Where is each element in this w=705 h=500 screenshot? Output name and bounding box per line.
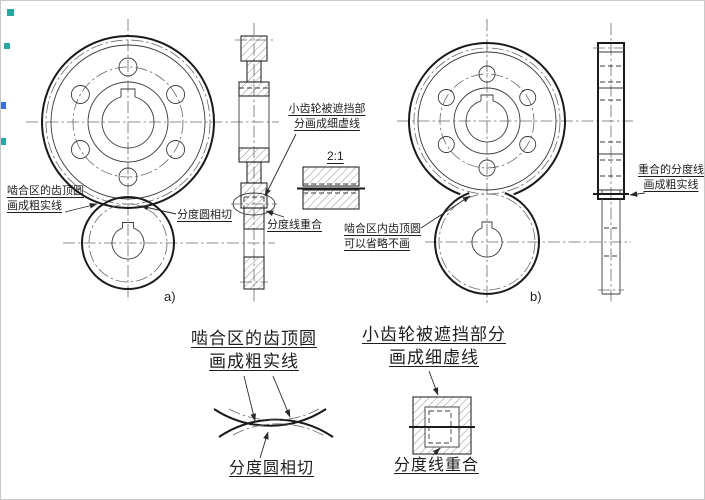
detail-scale-label: 2:1 <box>327 149 344 163</box>
callout-pitch-tangent: 分度圆相切 <box>177 209 232 221</box>
callout-line: 啮合区的齿顶圆 <box>7 185 84 197</box>
mesh-zone-highlight <box>232 192 276 216</box>
mesh-detail-2to1 <box>297 166 365 210</box>
callout-pinion-hidden-big: 小齿轮被遮挡部分 画成细虚线 <box>362 325 506 367</box>
gear-pair-section-view <box>231 23 277 303</box>
gear-pair-front-view-b <box>397 19 633 303</box>
leader-lines <box>64 133 646 459</box>
gear-pair-front-view-a <box>26 19 279 301</box>
scan-artifact <box>1 102 6 109</box>
callout-pitch-tangent-big: 分度圆相切 <box>229 460 315 477</box>
pitch-coincide-sketch <box>409 396 475 455</box>
callout-mesh-tip-big: 啮合区的齿顶圆 画成粗实线 <box>191 329 317 371</box>
callout-pitch-coincide: 分度线重合 <box>267 219 322 231</box>
figure-label-b: b) <box>530 289 542 304</box>
callout-mesh-tip-rule: 啮合区的齿顶圆 画成粗实线 <box>7 184 84 214</box>
callout-pitch-coincide-big: 分度线重合 <box>394 457 480 474</box>
callout-coincident-pitch: 重合的分度线 画成粗实线 <box>638 164 704 191</box>
scan-artifact <box>4 43 10 49</box>
callout-pinion-hidden: 小齿轮被遮挡部 分画成细虚线 <box>288 103 366 130</box>
callout-line: 画成粗实线 <box>7 200 62 212</box>
callout-tip-omit: 啮合区内齿顶圆 可以省略不画 <box>344 223 421 250</box>
figure-label-a: a) <box>164 289 176 304</box>
pitch-tangent-sketch <box>213 408 334 438</box>
scan-artifact <box>1 138 6 145</box>
gear-pair-external-side-view <box>593 23 629 303</box>
scan-artifact <box>7 9 14 16</box>
